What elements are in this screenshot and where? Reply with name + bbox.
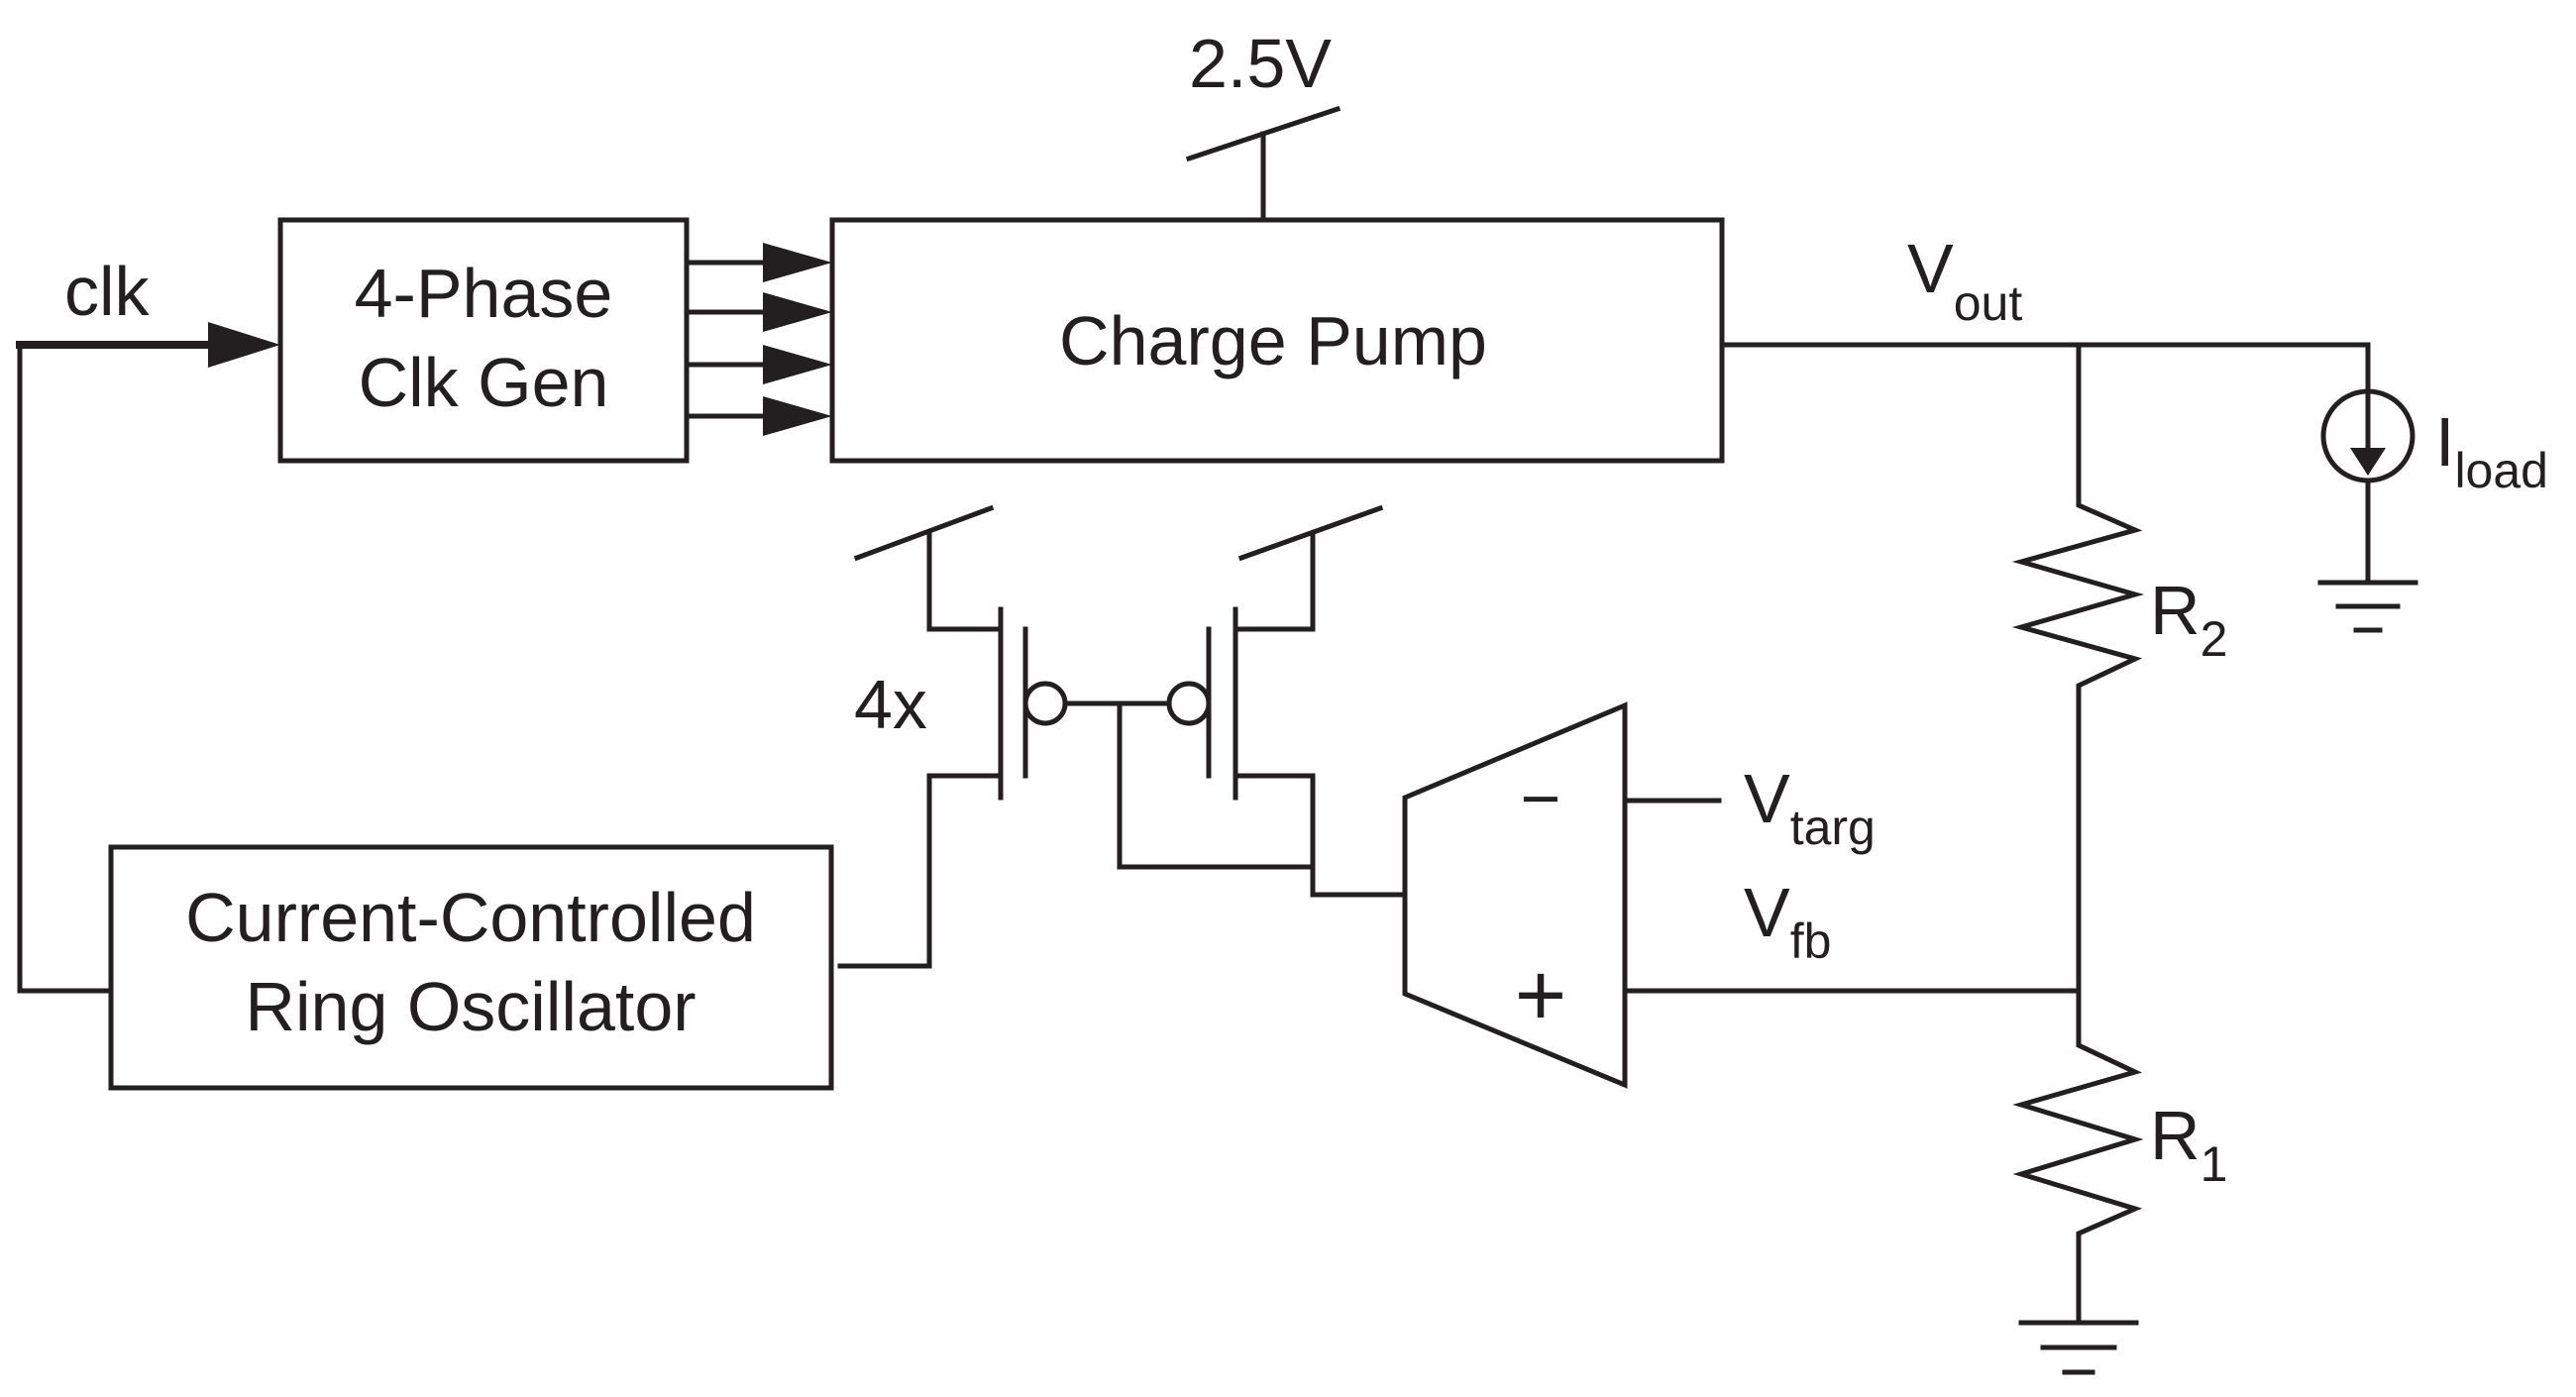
clock-generator-block	[277, 217, 690, 464]
vfb-label: Vfb	[1744, 874, 1831, 969]
r1-label-main: R	[2150, 1097, 2200, 1174]
error-amplifier	[1402, 701, 1628, 1089]
ring-oscillator-label-line2: Ring Oscillator	[245, 968, 696, 1045]
pmos-current-mirror	[837, 504, 1408, 969]
clock-phase-arrows	[684, 243, 832, 436]
mirror-ratio-label: 4x	[854, 666, 927, 743]
vfb-label-sub: fb	[1790, 913, 1832, 969]
clk-feedback-path	[16, 322, 280, 994]
phase-arrow-3	[763, 345, 832, 384]
amplifier-minus-sign: −	[1521, 760, 1561, 837]
r1-label-sub: 1	[2200, 1136, 2228, 1192]
vtarg-label: Vtarg	[1744, 760, 1876, 855]
iload-label-sub: load	[2454, 443, 2548, 498]
vout-label-sub: out	[1954, 275, 2023, 331]
clock-generator-label-line1: 4-Phase	[355, 255, 613, 332]
vtarg-label-main: V	[1744, 760, 1790, 837]
r2-label-main: R	[2150, 572, 2200, 649]
phase-arrow-4	[763, 396, 832, 436]
charge-pump-label: Charge Pump	[1059, 302, 1487, 379]
clk-arrow	[208, 322, 280, 368]
iload-label-main: I	[2435, 403, 2454, 481]
supply-2v5-rail	[1185, 105, 1342, 223]
resistor-r1	[2012, 988, 2144, 1375]
clock-generator-label-line2: Clk Gen	[359, 344, 609, 421]
vout-label-main: V	[1907, 230, 1954, 307]
vtarg-label-sub: targ	[1790, 800, 1876, 855]
r2-label: R2	[2150, 572, 2227, 667]
vout-net	[1719, 342, 2371, 424]
phase-arrow-2	[763, 292, 832, 332]
r1-label: R1	[2150, 1097, 2227, 1192]
resistor-r2	[2011, 342, 2145, 994]
clk-label: clk	[64, 253, 151, 330]
r2-label-sub: 2	[2200, 611, 2228, 667]
vout-label: Vout	[1907, 230, 2022, 331]
load-current-source	[2317, 388, 2418, 633]
charge-pump-block	[829, 217, 1725, 464]
vfb-label-main: V	[1744, 874, 1790, 951]
phase-arrow-1	[763, 243, 832, 282]
supply-voltage-label: 2.5V	[1189, 25, 1332, 102]
iload-label: Iload	[2435, 403, 2548, 498]
amplifier-plus-sign: +	[1515, 946, 1567, 1045]
ring-oscillator-block	[108, 844, 834, 1091]
ring-oscillator-label-line1: Current-Controlled	[185, 879, 756, 956]
